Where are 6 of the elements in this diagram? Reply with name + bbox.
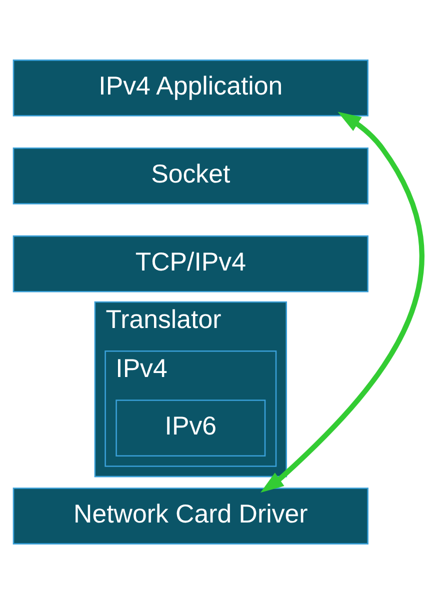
node-box: Socket	[12, 146, 368, 204]
node-box: IPv4 Application	[12, 59, 368, 116]
node-box: TCP/IPv4	[12, 234, 368, 292]
node-box: Network Card Driver	[12, 487, 368, 544]
node-box: IPv6	[116, 399, 266, 456]
arrow	[260, 111, 424, 492]
